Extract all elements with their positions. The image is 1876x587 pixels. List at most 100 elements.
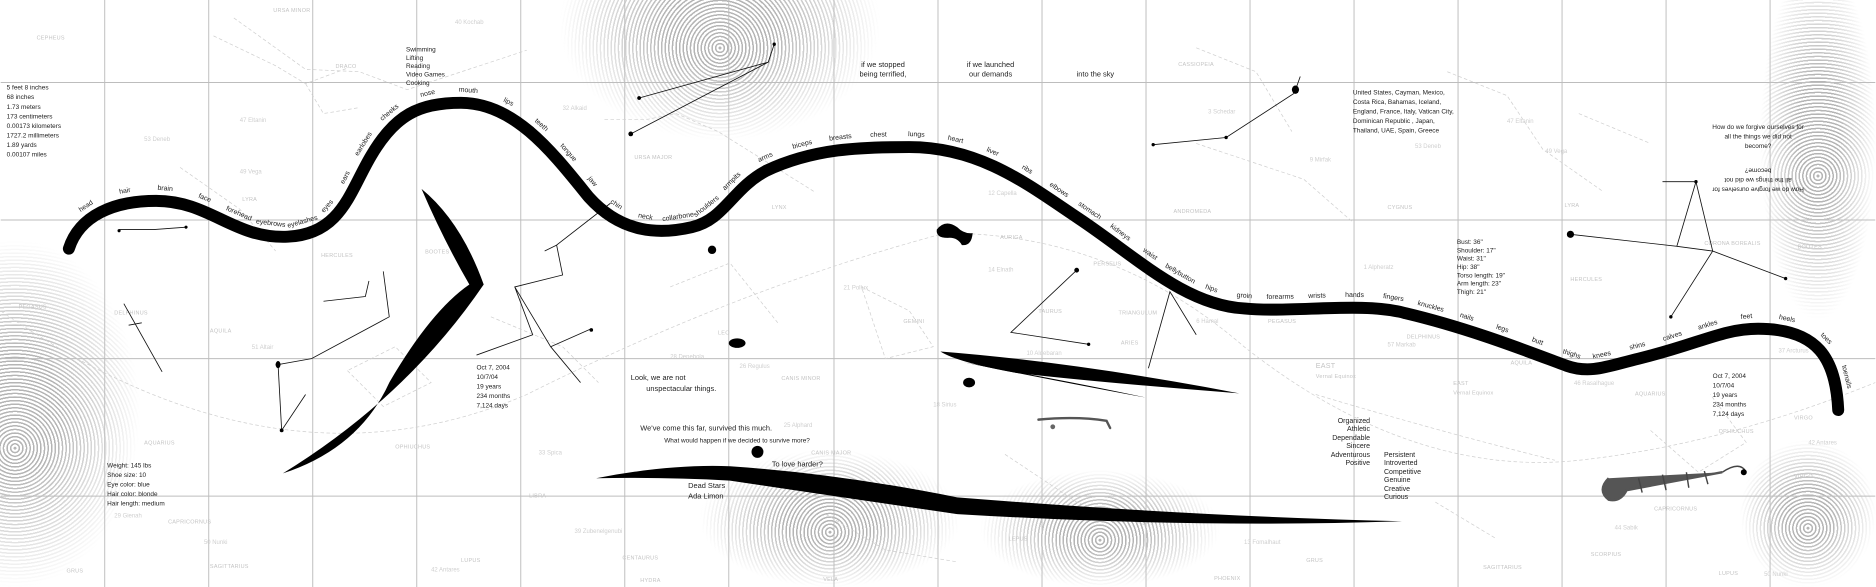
constellation-label: LUPUS	[1719, 571, 1739, 577]
trait: Persistent	[1384, 452, 1416, 459]
star-labels: 53 Deneb 53 Deneb 49 Vega 49 Vega 47 Elt…	[114, 20, 1837, 578]
poem-title: Dead Stars	[688, 481, 725, 490]
star-label: 53 Deneb	[144, 137, 171, 143]
body-part-label: fingers	[1383, 293, 1405, 303]
star-label: 21 Pollux	[844, 285, 869, 291]
constellation-label: LUPUS	[461, 558, 481, 564]
constellation-label: LIBRA	[529, 493, 546, 499]
star-dot	[589, 328, 594, 332]
constellation-label: BOOTES	[1798, 245, 1822, 251]
ink-dot	[707, 245, 717, 255]
constellation-label: SAGITTARIUS	[1483, 565, 1522, 571]
constellation-label: HERCULES	[321, 253, 353, 259]
star-dot	[628, 131, 634, 137]
body-timeline-stroke	[62, 96, 1845, 417]
star-dot	[637, 96, 642, 100]
constellation-label: LYNX	[772, 205, 787, 211]
body-part-label: feet	[1741, 313, 1753, 321]
star-label: 1 Alpheratz	[1364, 265, 1394, 271]
constellation-label: ARIES	[1121, 340, 1139, 346]
star-label: 49 Vega	[240, 169, 263, 175]
constellation-label: GEMINI	[903, 319, 924, 325]
ink-dot	[728, 338, 746, 348]
constellation-label: AURIGA	[1000, 235, 1023, 241]
star-label: 50 Nunki	[1764, 572, 1788, 578]
star-dot	[184, 225, 188, 229]
trait: Dependable	[1332, 434, 1370, 442]
star-label: 42 Antares	[1808, 441, 1837, 447]
star-label: 32 Alkaid	[563, 106, 587, 112]
body-part-label: ribs	[1020, 164, 1034, 176]
trait: Creative	[1384, 485, 1411, 493]
star-label: 28 Denebola	[670, 355, 705, 361]
constellation-label: LYRA	[242, 197, 257, 203]
grey-brush-stroke	[1037, 416, 1112, 430]
fingerprint-bottom-right	[1740, 440, 1876, 587]
constellation-label: CAPRICORNUS	[1654, 506, 1697, 512]
star-label: 44 Sabik	[1615, 526, 1638, 532]
constellation-label: VIRGO	[1794, 416, 1813, 422]
star-dot	[1086, 342, 1091, 346]
constellation-label: VELA	[823, 577, 838, 583]
star-dot	[1074, 267, 1080, 273]
thin-stroke	[963, 362, 1149, 399]
constellation-label: CAPRICORNUS	[168, 520, 211, 526]
body-part-label: breasts	[829, 133, 853, 143]
body-part-label: wrists	[1307, 292, 1326, 300]
star-label: 26 Regulus	[740, 364, 770, 370]
constellation-label: SCORPIUS	[1591, 552, 1622, 558]
body-part-label: brain	[157, 185, 173, 193]
constellation-label: HYDRA	[640, 578, 660, 584]
constellation-label: CANIS MINOR	[781, 376, 820, 382]
constellation-label: CEPHEUS	[37, 35, 65, 41]
star-dot	[1566, 230, 1575, 238]
star-dot	[1783, 276, 1788, 281]
grey-fish-scribble	[1601, 465, 1747, 502]
body-part-label: nose	[420, 89, 436, 99]
sickle-stroke	[282, 188, 484, 474]
forgive-question-mirrored: How do we forgive ourselves forall the t…	[1711, 167, 1803, 193]
star-dot	[1224, 135, 1228, 140]
constellation-label: ANDROMEDA	[1174, 209, 1212, 215]
trait: Sincere	[1346, 443, 1370, 451]
constellation-label: URSA MINOR	[273, 8, 310, 14]
constellation-label: OPHIUCHUS	[395, 444, 430, 450]
star-dot	[1669, 315, 1673, 319]
body-part-label: eyebrows	[256, 218, 287, 229]
body-part-label: neck	[638, 212, 654, 222]
faint-constellation-lines	[0, 17, 1876, 563]
trait: Genuine	[1384, 477, 1411, 485]
star-dot	[279, 428, 284, 433]
star-label: 50 Nunki	[204, 540, 228, 546]
body-part-label: lungs	[908, 131, 925, 139]
traits-right-column: Persistent Introverted Competitive Genui…	[1384, 452, 1474, 502]
star-label: 13 Fomalhaut	[1244, 540, 1281, 546]
constellation-label: EAST	[1316, 362, 1336, 370]
constellation-label: GRUS	[1306, 558, 1323, 564]
ink-dot	[275, 361, 281, 369]
phrase-what-if: What would happen if we decided to survi…	[664, 437, 810, 444]
constellation-label: CASSIOPEIA	[1178, 62, 1214, 68]
star-label: 3 Schedar	[1208, 110, 1235, 116]
phrase-sky: into the sky	[1077, 70, 1115, 79]
star-label: 37 Arcturus	[1778, 349, 1808, 355]
star-label: 18 Sirius	[933, 402, 956, 408]
constellation-label: PERSEUS	[1093, 261, 1121, 267]
constellation-label: Vernal Equinox	[1316, 374, 1356, 380]
star-label: 53 Deneb	[1415, 144, 1442, 150]
star-label: 14 Elnath	[988, 267, 1013, 273]
constellation-labels: CEPHEUS URSA MINOR DRACO URSA MAJOR CASS…	[19, 8, 1822, 584]
body-part-label: hands	[1345, 292, 1364, 299]
constellation-label: PEGASUS	[1268, 319, 1296, 325]
star-label: 47 Eltanin	[240, 118, 267, 124]
constellation-label: DELPHINUS	[114, 310, 148, 316]
body-part-label: heart	[947, 135, 964, 145]
